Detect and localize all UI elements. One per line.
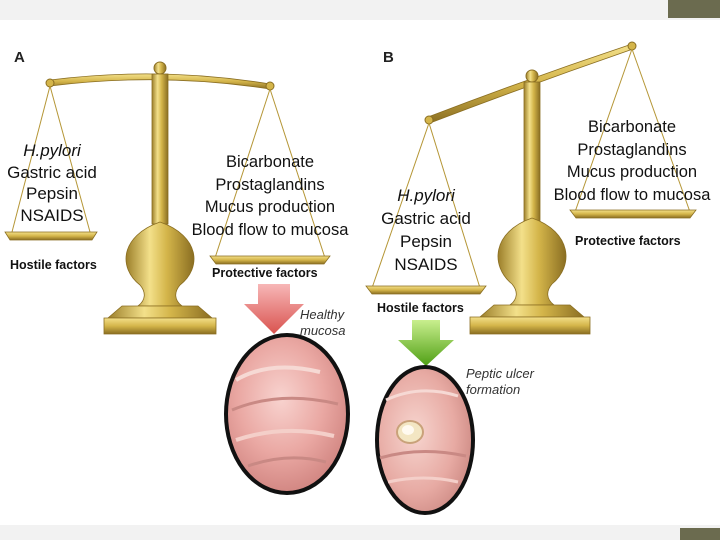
corner-accent-bottom	[680, 528, 720, 540]
scale-b	[365, 41, 697, 335]
hostile-item: Pepsin	[26, 184, 78, 203]
protective-item: Blood flow to mucosa	[191, 220, 349, 239]
peptic-ulcer-image	[375, 365, 475, 515]
panel-b-hostile-list: H.pylori Gastric acid Pepsin NSAIDS	[374, 184, 478, 276]
panel-b-hostile-caption: Hostile factors	[377, 301, 464, 315]
protective-item: Mucus production	[204, 198, 336, 216]
hostile-item: H.pylori	[397, 186, 455, 205]
protective-item: Bicarbonate	[225, 153, 315, 171]
arrow-ulcer	[398, 320, 454, 366]
scale-a	[4, 61, 331, 335]
panel-a-protective-list: Bicarbonate Prostaglandins Mucus product…	[190, 151, 350, 241]
hostile-item: NSAIDS	[20, 205, 84, 225]
panel-a-protective-caption: Protective factors	[212, 266, 318, 280]
panel-a-hostile-caption: Hostile factors	[10, 258, 97, 272]
content-panel	[0, 20, 720, 525]
hostile-item: Gastric acid	[7, 162, 97, 182]
outcome-line: Peptic ulcer	[466, 366, 534, 381]
panel-b-outcome-label: Peptic ulcer formation	[466, 366, 534, 398]
panel-b-label: B	[383, 49, 394, 66]
corner-accent-top	[668, 0, 720, 18]
outcome-line: formation	[466, 382, 521, 397]
protective-item: Prostaglandins	[215, 175, 325, 194]
panel-a-outcome-label: Healthy mucosa	[300, 307, 346, 339]
protective-item: Bicarbonate	[587, 118, 677, 136]
outcome-line: Healthy	[300, 307, 345, 322]
protective-item: Blood flow to mucosa	[553, 185, 711, 204]
panel-a-label: A	[14, 49, 25, 66]
hostile-item: Gastric acid	[381, 209, 471, 228]
outcome-line: mucosa	[300, 323, 346, 338]
arrow-healthy	[244, 284, 304, 334]
hostile-item: Pepsin	[400, 232, 452, 251]
protective-item: Prostaglandins	[577, 140, 687, 159]
panel-b-protective-caption: Protective factors	[575, 234, 681, 248]
panel-b-protective-list: Bicarbonate Prostaglandins Mucus product…	[552, 116, 712, 206]
hostile-item: NSAIDS	[394, 255, 458, 274]
protective-item: Mucus production	[566, 163, 698, 181]
hostile-item: H.pylori	[23, 141, 81, 160]
healthy-mucosa-image	[224, 333, 350, 495]
panel-a-hostile-list: H.pylori Gastric acid Pepsin NSAIDS	[6, 140, 98, 226]
